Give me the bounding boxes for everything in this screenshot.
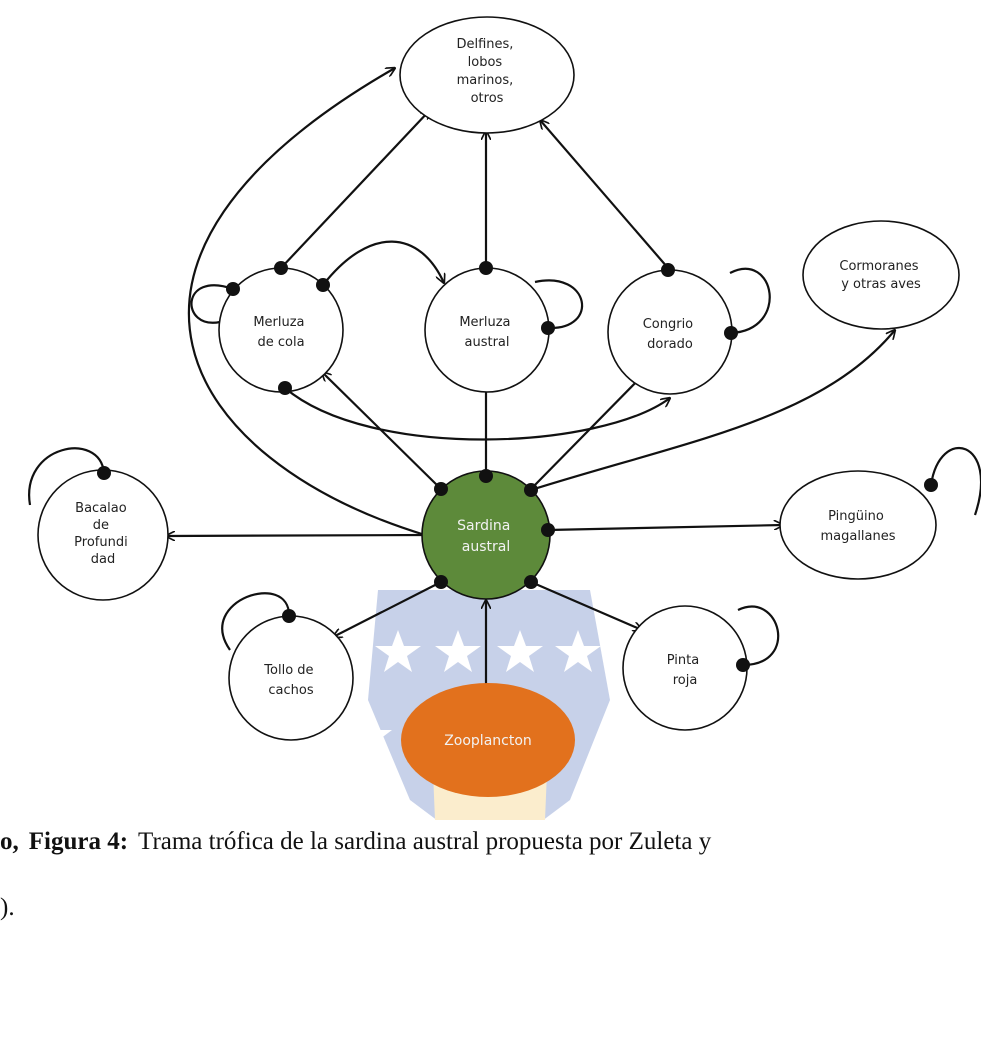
edge-origin-dots [97,261,938,672]
label-tollo: Tollo de cachos [263,663,317,698]
edge-merluza-cola-merluza-austral [322,240,444,286]
food-web-nodes [37,16,960,797]
label-zooplancton: Zooplancton [444,733,532,749]
caption-line-1: o, Figura 4: Trama trófica de la sardina a… [0,828,711,856]
node-pinguino [779,470,937,580]
node-merluza-austral [424,267,550,393]
edge-merluza-cola-delfines [280,110,430,269]
label-sardina: Sardina austral [457,518,515,555]
label-merluza-austral: Merluza austral [459,315,514,350]
edge-congrio-delfines [540,120,669,269]
loop-tollo [221,592,291,651]
label-congrio: Congrio dorado [643,317,698,352]
node-labels: Delfines, lobos marinos, otros Merluza d… [74,37,922,749]
edge-sardina-pinta [530,580,642,630]
caption-text: Trama trófica de la sardina austral prop… [138,828,712,855]
edge-merluza-cola-congrio [284,387,670,441]
loop-bacalao [28,447,106,506]
node-tollo [228,615,354,741]
label-delfines: Delfines, lobos marinos, otros [456,37,517,106]
loop-merluza-cola [190,284,234,324]
caption-figure-label: Figura 4: [28,828,129,855]
food-web-edges [28,68,981,690]
loop-pinta [737,605,780,667]
caption-prefix: o, [0,828,19,855]
node-congrio [607,269,733,395]
node-cormoranes [802,220,960,330]
edge-sardina-pinguino [547,525,783,532]
edge-sardina-tollo [333,581,442,637]
crest-stars [352,630,658,753]
loop-pinguino [929,446,981,516]
edge-sardina-bacalao [166,535,426,536]
node-pinta [622,605,748,731]
label-bacalao: Bacalao de Profundi dad [74,501,132,567]
caption-line-2: ). [0,894,15,921]
label-pinguino: Pingüino magallanes [820,509,895,544]
label-cormoranes: Cormoranes y otras aves [839,259,922,292]
edge-sardina-congrio [530,375,643,490]
label-merluza-cola: Merluza de cola [253,315,308,350]
node-zooplancton [401,683,575,797]
label-pinta: Pinta roja [667,653,704,688]
loop-merluza-austral [534,279,584,330]
edge-sardina-delfines [187,68,426,537]
loop-congrio [729,267,771,335]
node-delfines [399,16,575,134]
edge-sardina-cormoranes [530,330,895,492]
food-web-diagram: Delfines, lobos marinos, otros Merluza d… [28,16,981,820]
